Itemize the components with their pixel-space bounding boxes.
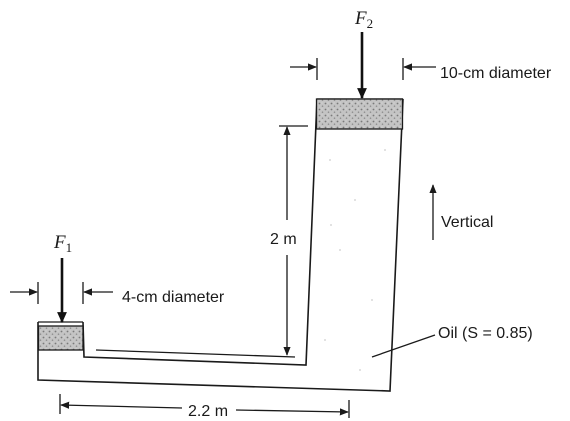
- oil-stipple: [324, 149, 386, 371]
- small-diameter-label: 4-cm diameter: [122, 289, 225, 306]
- f1-label: F1: [53, 232, 72, 255]
- vertical-label: Vertical: [441, 214, 493, 231]
- vertical-indicator: Vertical: [429, 184, 493, 240]
- container-outline: [37, 98, 404, 392]
- length-right-arrow: [235, 408, 349, 416]
- large-piston: [315, 98, 404, 130]
- outer-wall: [37, 98, 404, 392]
- large-diameter-label: 10-cm diameter: [440, 65, 552, 82]
- length-left-arrow: [60, 401, 183, 409]
- small-diameter-dimension: 4-cm diameter: [10, 282, 225, 306]
- oil-callout: Oil (S = 0.85): [371, 325, 533, 358]
- length-label: 2.2 m: [188, 403, 228, 420]
- small-piston: [37, 325, 84, 351]
- height-label: 2 m: [270, 231, 297, 248]
- large-diameter-dimension: 10-cm diameter: [290, 58, 552, 82]
- oil-leader-line: [371, 334, 436, 358]
- f2-label: F2: [354, 8, 373, 31]
- length-dimension: 2.2 m: [59, 394, 350, 420]
- oil-label: Oil (S = 0.85): [438, 325, 533, 342]
- height-dimension: 2 m: [95, 125, 308, 358]
